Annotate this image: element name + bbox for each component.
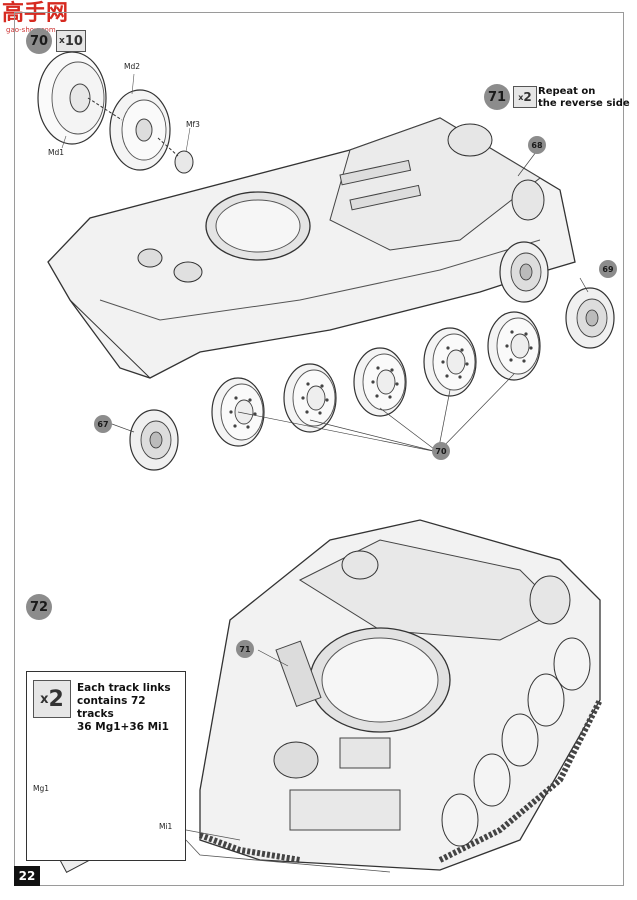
step71-number: 71 [484,84,510,110]
track-multiplier: x 2 [33,680,71,718]
step71-note: Repeat on the reverse side [538,86,630,110]
part-label-md1: Md1 [48,148,65,157]
page-number: 22 [14,866,40,886]
watermark-text: 高手网 [2,0,69,26]
callout-71: 71 [236,640,254,658]
step72-number: 72 [26,594,52,620]
callout-69: 69 [599,260,617,278]
callout-70: 70 [432,442,450,460]
step70-wheel-exploded [37,51,194,174]
track-note-line2: contains 72 tracks [77,695,146,720]
callout-67: 67 [94,415,112,433]
step71-note-line2: the reverse side [538,98,630,109]
step71-multiplier-value: 2 [523,90,532,104]
lower-road-wheels [441,637,591,847]
idler-wheel-67 [129,409,179,471]
road-wheels [211,311,541,453]
step70-multiplier-x: x [59,36,65,46]
upper-tank-hull [47,117,576,379]
part-label-md2: Md2 [124,62,141,71]
step71-multiplier: x 2 [513,86,537,108]
hull-rear-sprocket [499,241,549,303]
step70-multiplier-value: 10 [64,33,83,49]
track-note: Each track links contains 72 tracks 36 M… [77,682,185,734]
callout-68: 68 [528,136,546,154]
step71-note-line1: Repeat on [538,86,596,97]
page-frame [14,12,624,886]
track-note-line1: Each track links [77,682,171,694]
track-multiplier-x: x [40,691,49,707]
track-multiplier-value: 2 [48,686,64,712]
part-label-mi1: Mi1 [159,822,173,831]
track-links-box: x 2 Each track links contains 72 tracks … [26,671,186,861]
part-label-mf3: Mf3 [186,120,200,129]
watermark-logo: 高手网 [2,2,68,24]
step70-multiplier: x 10 [56,30,86,52]
part-label-mg1: Mg1 [33,784,50,793]
step70-number: 70 [26,28,52,54]
drive-sprocket-69 [565,287,615,349]
track-note-line3: 36 Mg1+36 Mi1 [77,721,169,733]
step71-multiplier-x: x [518,92,524,102]
